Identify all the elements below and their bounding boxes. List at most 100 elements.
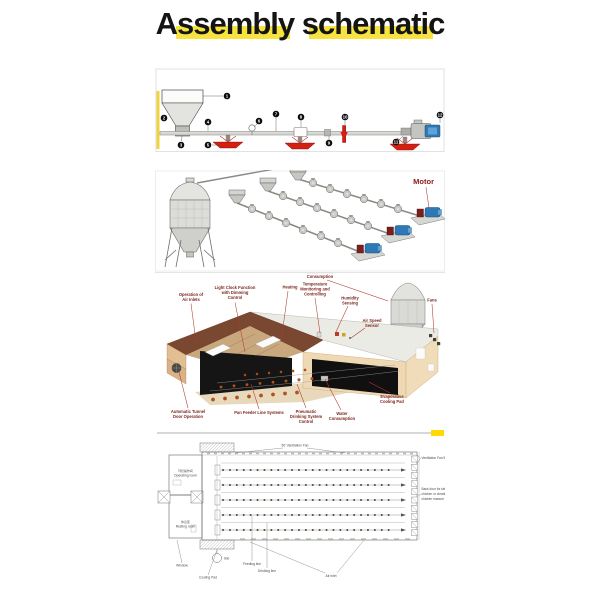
page-title: Assembly schematic (155, 6, 446, 41)
feeding-line (214, 524, 406, 536)
tunnel-curtain (200, 351, 292, 395)
poultry-house-panel: Consumption Temperature Monitoring and C… (155, 272, 445, 424)
line-hopper (228, 189, 246, 204)
motor-label: Motor (413, 177, 434, 186)
label-cooling-pad: Cooling Pad (199, 576, 217, 580)
label-consumption: Consumption (307, 274, 334, 279)
label-airinlets-2: Air Inlets (182, 297, 200, 302)
label-temperature-2: Monitoring and (300, 287, 330, 292)
label-airspeed-1: Air Speed (362, 318, 382, 323)
part-badge-5: 5 (204, 141, 212, 149)
label-airspeed-2: Sensor (365, 323, 379, 328)
label-lightclock-1: Light Clock Function (215, 285, 256, 290)
label-feeding-line: Feeding line (243, 562, 261, 566)
drinker-lines (209, 364, 401, 392)
yellow-swatch (431, 430, 444, 436)
exhaust-fan-icon (171, 363, 182, 373)
feed-silo (164, 177, 216, 268)
ventilation-fan-column (411, 452, 420, 540)
label-pneumatic-2: Drinking System (290, 414, 323, 419)
bottom-cooling-pad (199, 539, 235, 550)
svg-text:7: 7 (275, 112, 278, 117)
label-temperature-3: Controlling (304, 292, 326, 297)
svg-text:12: 12 (438, 113, 443, 118)
line-hopper (259, 177, 277, 192)
yellow-strip (156, 91, 160, 149)
label-back-door-2: chicken or cleaning (422, 492, 446, 496)
label-lightclock-2: with Dimming (221, 290, 249, 295)
svg-text:4: 4 (207, 120, 210, 125)
part-badge-6: 6 (255, 117, 263, 125)
auger-tube (159, 131, 414, 136)
label-panfeeder: Pan Feeder Line Systems (234, 410, 284, 415)
drinking-lines (221, 462, 405, 523)
plan-leader-lines (176, 447, 422, 576)
part-badge-12: 12 (436, 111, 444, 119)
fill-pipe (196, 170, 273, 184)
barn-outline (201, 451, 418, 541)
tube-clamp (248, 124, 256, 135)
label-tunneldoor-2: Door Operation (173, 414, 204, 419)
part-badge-10: 10 (341, 113, 349, 121)
room-fan-icon (190, 490, 204, 504)
label-vent-fan-right: Ventilation Fan 50' (422, 456, 446, 460)
label-airinlets-1: Operation of (179, 292, 204, 297)
motor-leader (425, 186, 430, 209)
label-water-2: Consumption (329, 416, 356, 421)
floor-plan-panel: 环控操作间 Operating room 休息室 Resting room 50… (157, 430, 446, 580)
label-operating-room-cn: 环控操作间 (178, 468, 193, 473)
title-highlight-right (309, 26, 433, 39)
label-fans: Fans (427, 298, 437, 303)
part-badge-8: 8 (297, 113, 305, 121)
svg-text:10: 10 (343, 115, 348, 120)
label-humidity-1: Humidity (341, 296, 359, 301)
parts-assembly-panel: 1 2 3 4 5 6 7 8 9 10 11 12 (155, 68, 445, 152)
feeding-line (214, 494, 406, 506)
label-evap-1: Evaporative (380, 394, 404, 399)
house-leader-lines (178, 279, 435, 411)
label-temperature-1: Temperature (303, 282, 328, 287)
line-motor (350, 243, 386, 262)
svg-text:3: 3 (180, 143, 183, 148)
svg-text:8: 8 (300, 115, 303, 120)
silo-feedlines-panel: Motor (155, 170, 445, 272)
tube-coupling (324, 129, 331, 137)
feed-hopper (161, 89, 204, 137)
room-fan-icon (157, 490, 171, 504)
label-back-door-3: chicken manure (422, 497, 445, 501)
label-water-1: Water (336, 411, 348, 416)
label-pneumatic-3: Control (299, 419, 314, 424)
svg-text:2: 2 (163, 116, 166, 121)
label-operating-room: Operating room (174, 474, 197, 478)
control-boxes (316, 331, 441, 382)
line-motor (410, 207, 445, 226)
label-heating: Heating (282, 285, 298, 290)
feed-pan (212, 134, 244, 149)
svg-text:5: 5 (207, 143, 210, 148)
floor-feed-pans (211, 368, 314, 402)
control-pan-unit (293, 127, 308, 137)
plan-silo-icon (212, 553, 222, 563)
house-structure (166, 311, 439, 405)
feed-pan (284, 135, 316, 150)
line-motor (380, 225, 416, 244)
part-badge-7: 7 (272, 110, 280, 118)
svg-text:6: 6 (258, 119, 261, 124)
part-badge-3: 3 (177, 141, 185, 149)
feeding-lines (214, 464, 406, 536)
part-badge-4: 4 (204, 118, 212, 126)
label-vent-fan-top: 50' Ventilation Fan (281, 444, 308, 448)
label-pneumatic-1: Pneumatic (296, 409, 317, 414)
label-window: Window (176, 564, 188, 568)
label-resting-room: Resting room (176, 525, 196, 529)
svg-text:11: 11 (394, 140, 399, 145)
label-resting-room-cn: 休息室 (181, 519, 190, 524)
part-leader-lines (181, 95, 441, 146)
feeding-line (214, 509, 406, 521)
label-back-door-1: Back door for taking (422, 487, 446, 491)
drive-motor-unit (400, 119, 441, 139)
label-tunneldoor-1: Automatic Tunnel (171, 409, 205, 414)
feeding-line (214, 479, 406, 491)
part-badge-9: 9 (325, 139, 333, 147)
